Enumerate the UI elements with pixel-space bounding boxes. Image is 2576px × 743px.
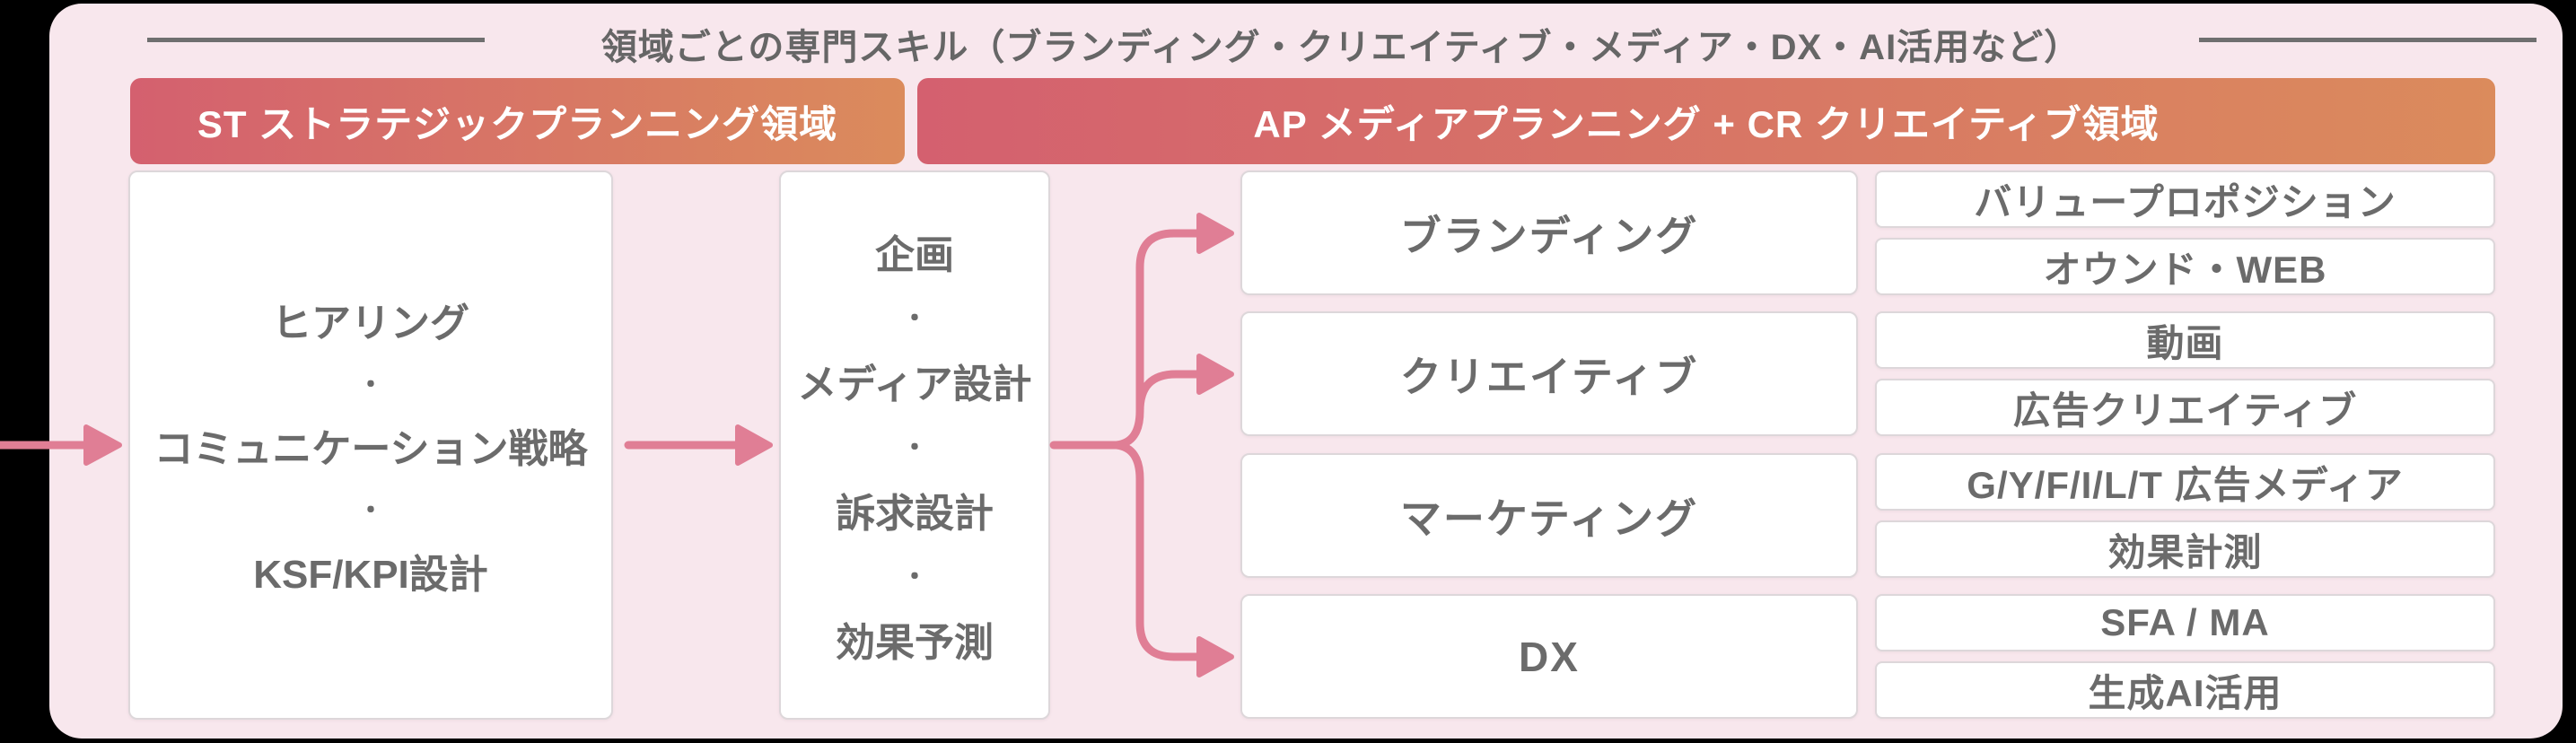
branch-up-line xyxy=(1112,229,1202,450)
title-right-divider xyxy=(2199,38,2537,42)
skill-gen-ai: 生成AI活用 xyxy=(1875,661,2495,719)
entry-arrow-icon xyxy=(83,424,122,466)
dot-separator: ・ xyxy=(901,304,928,334)
skill-label: 動画 xyxy=(2146,321,2224,364)
skill-label: バリュープロポジション xyxy=(1974,180,2396,223)
category-label: DX xyxy=(1519,633,1580,680)
skill-effect-measurement: 効果計測 xyxy=(1875,520,2495,578)
branch-down-line xyxy=(1112,441,1202,661)
planning-box: 企画 ・ メディア設計 ・ 訴求設計 ・ 効果予測 xyxy=(779,170,1050,720)
category-creative: クリエイティブ xyxy=(1240,311,1858,436)
planning-item: メディア設計 xyxy=(797,363,1032,406)
diagram-title: 領域ごとの専門スキル（ブランディング・クリエイティブ・メディア・DX・AI活用な… xyxy=(600,28,2081,67)
planning-item: 企画 xyxy=(875,233,954,277)
strategy-box: ヒアリング ・ コミュニケーション戦略 ・ KSF/KPI設計 xyxy=(128,170,613,720)
skill-ad-creative: 広告クリエイティブ xyxy=(1875,379,2495,436)
strategy-item: ヒアリング xyxy=(272,302,469,345)
skill-video: 動画 xyxy=(1875,311,2495,369)
skill-label: オウンド・WEB xyxy=(2043,248,2327,291)
skill-owned-web: オウンド・WEB xyxy=(1875,238,2495,295)
branch-arrow-middle-icon xyxy=(1196,354,1234,395)
planning-item: 効果予測 xyxy=(836,621,994,665)
branch-mid-line xyxy=(1135,370,1202,415)
dot-separator: ・ xyxy=(357,371,384,400)
skill-sfa-ma: SFA / MA xyxy=(1875,594,2495,651)
strategy-item: コミュニケーション戦略 xyxy=(153,427,588,471)
skill-label: 効果計測 xyxy=(2107,530,2263,573)
header-st-domain: ST ストラテジックプランニング領域 xyxy=(130,78,905,164)
category-dx: DX xyxy=(1240,594,1858,719)
planning-item: 訴求設計 xyxy=(836,492,994,536)
branch-arrow-top-icon xyxy=(1196,213,1234,254)
dot-separator: ・ xyxy=(901,563,928,592)
skill-value-proposition: バリュープロポジション xyxy=(1875,170,2495,228)
category-label: クリエイティブ xyxy=(1399,353,1699,400)
title-left-divider xyxy=(147,38,485,42)
skill-label: G/Y/F/I/L/T 広告メディア xyxy=(1967,463,2404,506)
strategy-item: KSF/KPI設計 xyxy=(253,553,488,597)
header-ap-cr-domain: AP メディアプランニング + CR クリエイティブ領域 xyxy=(917,78,2495,164)
category-label: ブランディング xyxy=(1399,212,1699,259)
category-branding: ブランディング xyxy=(1240,170,1858,295)
skill-ad-media: G/Y/F/I/L/T 広告メディア xyxy=(1875,453,2495,511)
dot-separator: ・ xyxy=(901,433,928,463)
skill-label: 広告クリエイティブ xyxy=(2012,389,2358,432)
dot-separator: ・ xyxy=(357,496,384,526)
skill-label: SFA / MA xyxy=(2100,601,2270,643)
header-st-label: ST ストラテジックプランニング領域 xyxy=(197,102,838,145)
branch-arrow-bottom-icon xyxy=(1196,636,1234,677)
category-marketing: マーケティング xyxy=(1240,453,1858,578)
header-ap-label: AP メディアプランニング + CR クリエイティブ領域 xyxy=(1253,102,2160,145)
category-label: マーケティング xyxy=(1399,494,1699,542)
skill-label: 生成AI活用 xyxy=(2088,671,2282,714)
mid-arrow-icon xyxy=(735,424,773,466)
